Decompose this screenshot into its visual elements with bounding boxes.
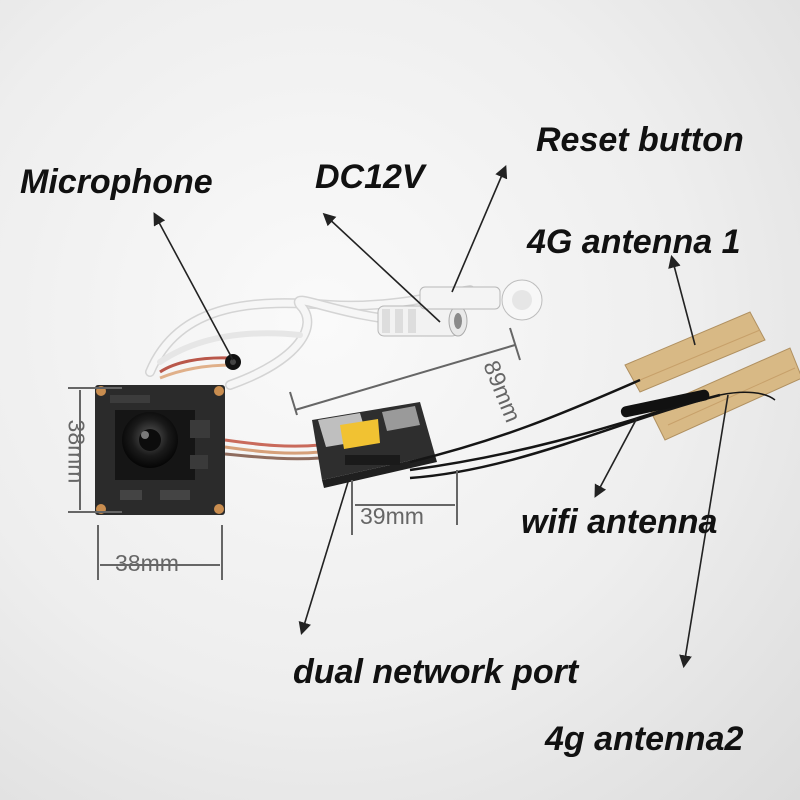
- network-board: [312, 402, 437, 488]
- microphone-label: Microphone: [20, 163, 213, 201]
- antenna-4g-1-label: 4G antenna 1: [527, 223, 741, 261]
- dc12v-label: DC12V: [315, 158, 425, 196]
- cable-harness: [145, 285, 475, 390]
- wiring: [159, 356, 321, 461]
- dual-network-port-label: dual network port: [293, 653, 579, 691]
- callout-arrows: [153, 165, 729, 669]
- antenna-films: [624, 311, 800, 441]
- wifi-antenna-body: [620, 389, 710, 418]
- wifi-antenna-label: wifi antenna: [521, 503, 718, 541]
- camera-board: [95, 385, 225, 515]
- antenna-4g-2-label: 4g antenna2: [545, 720, 744, 758]
- reset-button-label: Reset button: [536, 121, 744, 159]
- microphone-capsule: [225, 354, 241, 370]
- camera-width-dimension: 38mm: [115, 550, 179, 576]
- dimension-lines: [68, 327, 521, 580]
- dc-jack: [377, 305, 468, 337]
- camera-height-dimension: 38mm: [63, 419, 90, 484]
- antenna-cables: [409, 378, 776, 480]
- reset-button-cable: [419, 279, 543, 321]
- board-width-dimension: 39mm: [360, 503, 424, 529]
